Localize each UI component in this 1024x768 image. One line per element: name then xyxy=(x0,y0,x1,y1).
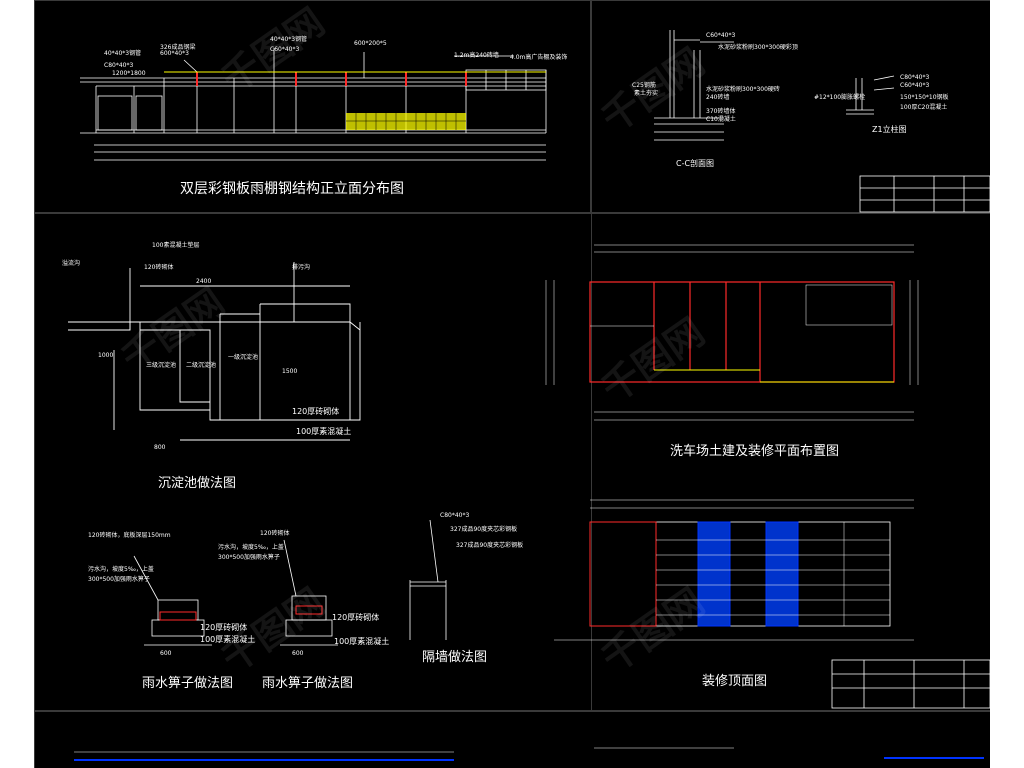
panel-top-right xyxy=(590,0,990,214)
grate2-note-3: 300*500加强雨水箅子 xyxy=(218,554,280,561)
elev-note-7: 600*200*5 xyxy=(354,40,387,47)
cc-note-3: C25钢筋 xyxy=(632,82,656,89)
sed-note-6: 一级沉淀池 xyxy=(228,354,259,361)
elevation-drawing xyxy=(80,48,547,161)
cc-note-5: 水泥砂浆粉刷300*300硬砖 xyxy=(706,86,780,93)
sed-note-1: 100素混凝土垫层 xyxy=(152,242,200,249)
plan-title: 洗车场土建及装修平面布置图 xyxy=(670,444,840,459)
grate2-dim: 600 xyxy=(292,650,304,657)
grate2-note-5: 100厚素混凝土 xyxy=(334,637,390,646)
elev-note-4: 326成品钢梁 xyxy=(160,44,196,51)
elevation-title: 双层彩钢板雨棚钢结构正立面分布图 xyxy=(180,181,404,197)
partition-drawing xyxy=(409,519,447,640)
grate1-dim: 600 xyxy=(160,650,172,657)
bottom-strip-drawing xyxy=(74,747,984,761)
z1-note-3: 150*150*10钢板 xyxy=(900,94,949,101)
sed-dim-1: 2400 xyxy=(196,278,212,285)
cad-sheet: 40*40*3钢管 C80*40*3 1200*1800 326成品钢梁 600… xyxy=(34,0,990,768)
cc-note-7: 370砖墙体 xyxy=(706,108,736,115)
grate-1-accent xyxy=(159,611,197,621)
cc-note-1: C60*40*3 xyxy=(706,32,736,39)
sedimentation-drawing xyxy=(68,262,361,441)
partition-note-2: 327成品90度夹芯彩钢板 xyxy=(450,526,518,533)
grate1-note-5: 100厚素混凝土 xyxy=(200,635,256,644)
sed-dim-4: 800 xyxy=(154,444,166,451)
grate1-title: 雨水箅子做法图 xyxy=(142,676,234,691)
title-block-top xyxy=(859,175,990,213)
elev-note-6: 40*40*3钢管 xyxy=(270,36,308,43)
cc-note-6: 240砖墙 xyxy=(706,94,730,101)
elevation-accents xyxy=(164,71,546,130)
partition-title: 隔墙做法图 xyxy=(422,650,488,665)
ceiling-drawing xyxy=(554,499,914,641)
elev-note-5: 600*40*3 xyxy=(160,50,189,57)
column-z1-title: Z1立柱图 xyxy=(872,125,907,134)
grate1-note-4: 120厚砖砌体 xyxy=(200,623,248,632)
section-cc-title: C-C剖面图 xyxy=(676,159,715,168)
sedimentation-title: 沉淀池做法图 xyxy=(158,476,237,491)
sed-note-4: 三级沉淀池 xyxy=(146,362,177,369)
cc-note-8: C10混凝土 xyxy=(706,116,736,123)
cc-note-4: 素土夯实 xyxy=(634,90,659,97)
partition-note-3: 327成品90度夹芯彩钢板 xyxy=(456,542,524,549)
z1-note-5: #12*100膨胀螺栓 xyxy=(814,94,866,101)
z1-note-2: C60*40*3 xyxy=(900,82,930,89)
cad-drawing-canvas xyxy=(68,30,990,761)
elev-note-1: 40*40*3钢管 xyxy=(104,50,142,57)
section-cc-drawing xyxy=(654,30,734,141)
cc-note-2: 水泥砂浆粉刷300*300硬彩顶 xyxy=(718,44,798,51)
grate2-title: 雨水箅子做法图 xyxy=(262,676,354,691)
panel-right-middle xyxy=(540,212,990,712)
partition-note-1: C80*40*3 xyxy=(440,512,470,519)
sed-note-5: 二级沉淀池 xyxy=(186,362,217,369)
plan-walls xyxy=(589,281,895,383)
elev-note-2: C80*40*3 xyxy=(104,62,134,69)
sed-note-2: 溢流沟 xyxy=(62,260,81,267)
sed-dim-3: 1500 xyxy=(282,368,298,375)
elev-note-3: 1200*1800 xyxy=(112,70,146,77)
panel-bottom xyxy=(34,710,990,768)
grate-2-drawing xyxy=(280,539,338,646)
ceiling-title: 装修顶面图 xyxy=(702,674,768,689)
plan-grid xyxy=(545,244,919,421)
z1-note-1: C80*40*3 xyxy=(900,74,930,81)
sed-dim-2: 1000 xyxy=(98,352,114,359)
panel-elevation xyxy=(34,0,592,214)
grate2-note-4: 120厚砖砌体 xyxy=(332,613,380,622)
panel-left-middle xyxy=(34,212,592,712)
elev-note-10: C60*40*3 xyxy=(270,46,300,53)
sed-note-9: 排污沟 xyxy=(292,264,311,271)
z1-note-4: 100厚C20混凝土 xyxy=(900,104,948,111)
grate-2-accent xyxy=(295,605,323,615)
grate2-note-2: 污水沟，坡度5‰，上盖 xyxy=(218,544,284,551)
grate1-note-2: 污水沟，坡度5‰，上盖 xyxy=(88,566,154,573)
sed-note-3: 120砖砌体 xyxy=(144,264,174,271)
title-block-bottom xyxy=(831,659,990,709)
grate1-note-3: 300*500加强雨水箅子 xyxy=(88,576,150,583)
elev-note-9: 4.0m高广告棚及装饰 xyxy=(510,54,568,61)
grate1-note-1: 120砖砌体，底板深层150mm xyxy=(88,532,171,539)
sed-note-7: 120厚砖砌体 xyxy=(292,407,340,416)
grate2-note-1: 120砖砌体 xyxy=(260,530,290,537)
sed-note-8: 100厚素混凝土 xyxy=(296,427,352,436)
column-z1-drawing xyxy=(846,75,895,115)
elev-note-8: 1.2m高240砖墙 xyxy=(454,52,499,59)
